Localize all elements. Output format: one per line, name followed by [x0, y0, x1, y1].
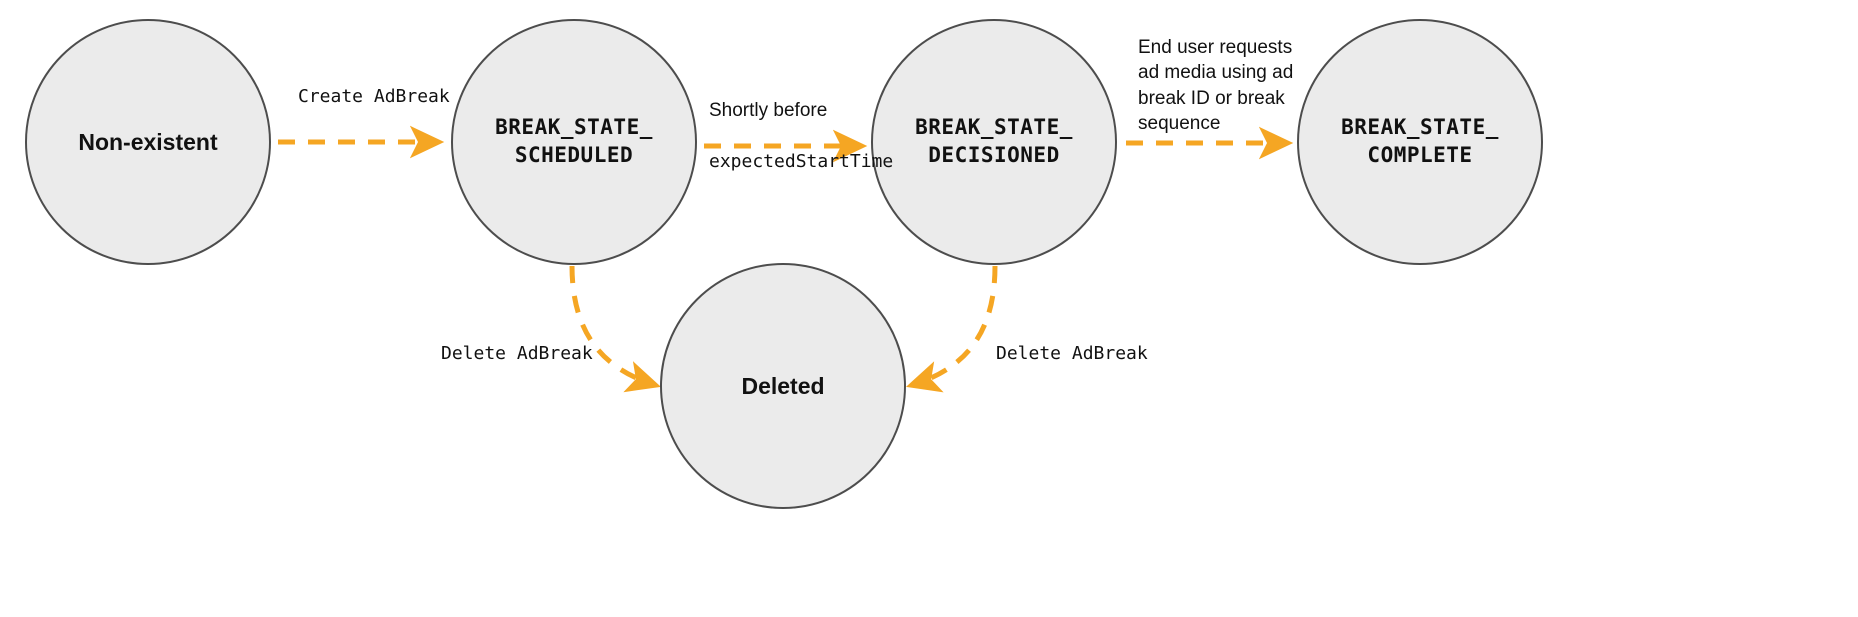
edge-label-line-2: expectedStartTime	[709, 151, 894, 173]
node-break-state-scheduled[interactable]: BREAK_STATE_ SCHEDULED	[451, 19, 697, 265]
node-deleted[interactable]: Deleted	[660, 263, 906, 509]
node-break-state-complete[interactable]: BREAK_STATE_ COMPLETE	[1297, 19, 1543, 265]
node-label: Deleted	[741, 372, 825, 399]
edge-delete-adbreak-from-scheduled	[569, 265, 661, 393]
edge-label-delete-adbreak-from-decisioned: Delete AdBreak	[996, 343, 1148, 364]
node-break-state-decisioned[interactable]: BREAK_STATE_ DECISIONED	[871, 19, 1117, 265]
edge-label-line-1: Shortly before	[709, 100, 828, 122]
edge-label-create-adbreak: Create AdBreak	[298, 86, 450, 107]
edge-label-shortly-before-expected-start-time: Shortly before expectedStartTime	[709, 73, 919, 175]
node-label: BREAK_STATE_ SCHEDULED	[495, 115, 653, 167]
edge-label-end-user-requests-ad-media: End user requests ad media using ad brea…	[1138, 37, 1294, 135]
edge-label-delete-adbreak-from-scheduled: Delete AdBreak	[441, 343, 593, 364]
node-label: BREAK_STATE_ COMPLETE	[1341, 115, 1499, 167]
node-non-existent[interactable]: Non-existent	[25, 19, 271, 265]
edge-delete-adbreak-from-decisioned	[906, 265, 998, 393]
node-label: Non-existent	[78, 128, 218, 155]
node-label: BREAK_STATE_ DECISIONED	[915, 115, 1073, 167]
